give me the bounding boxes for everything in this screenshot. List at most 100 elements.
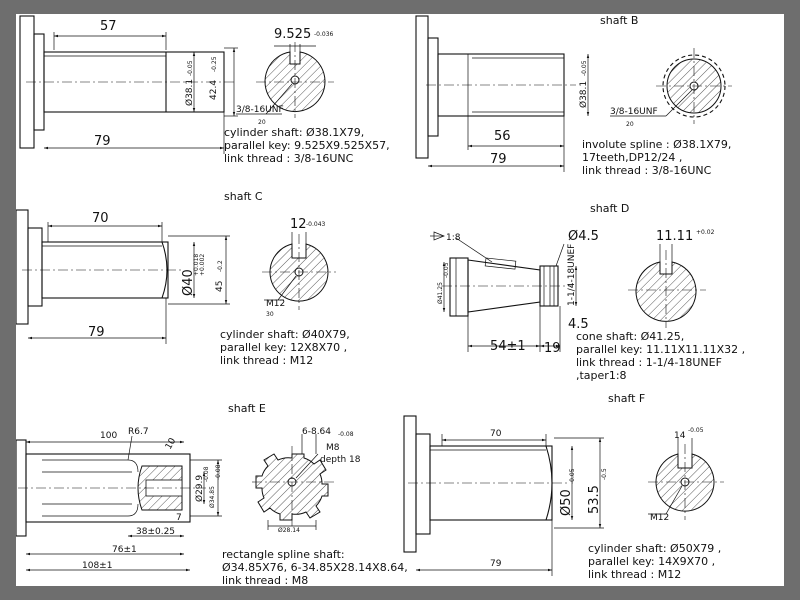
shaft-d-thread: 1-1/4-18UNEF: [567, 244, 577, 306]
shaft-e-thread: M8: [326, 443, 340, 453]
shaft-d-side-view: [442, 257, 572, 317]
shaft-e-dia-29: Ø29.9: [194, 475, 205, 502]
shaft-f-title: shaft F: [608, 392, 645, 405]
shaft-a-spec-3: link thread : 3/8-16UNC: [224, 152, 354, 165]
shaft-e-dim-100: 100: [100, 431, 117, 441]
shaft-b-spline-section: 3/8-16UNF 20: [610, 48, 732, 128]
shaft-b-dimensions: 56 79 Ø38.1 -0.05: [428, 54, 590, 172]
shaft-a-tol-42: -0.25: [211, 56, 218, 72]
shaft-c-side-view: [16, 209, 184, 325]
shaft-b-spec-3: link thread : 3/8-16UNC: [582, 164, 712, 177]
shaft-d-spec-2: parallel key: 11.11X11.11X32 ,: [576, 343, 745, 356]
shaft-c-depth: 30: [266, 311, 274, 318]
shaft-b-title: shaft B: [600, 14, 638, 27]
shaft-drawing: 57 79 Ø38.1 -0.05 42.4 -0.25 9.525 -0.03…: [16, 14, 745, 586]
shaft-c-spec-2: parallel key: 12X8X70 ,: [220, 341, 347, 354]
shaft-d-spec-1: cone shaft: Ø41.25,: [576, 330, 684, 343]
shaft-e-dim-38: 38±0.25: [136, 527, 175, 537]
shaft-f-thread: M12: [650, 513, 669, 523]
shaft-b: shaft B 56 79 Ø38.1 -0.05: [415, 14, 732, 177]
shaft-c-title: shaft C: [224, 190, 263, 203]
shaft-d-dim-19: 19: [544, 341, 561, 356]
shaft-a-key-tol: -0.036: [314, 31, 334, 38]
shaft-d-title: shaft D: [590, 202, 629, 215]
shaft-a-spec-1: cylinder shaft: Ø38.1X79,: [224, 126, 364, 139]
shaft-e-dim-108: 108±1: [82, 561, 112, 571]
shaft-a-depth: 20: [258, 119, 266, 126]
shaft-c-thread: M12: [266, 299, 285, 309]
shaft-a-dia-42: 42.4: [209, 80, 219, 100]
shaft-c-dim-45: 45: [215, 281, 225, 292]
shaft-a-spec-2: parallel key: 9.525X9.525X57,: [224, 139, 390, 152]
shaft-e-spline-label: 6-8.64: [302, 427, 331, 437]
shaft-b-side-view: [415, 15, 576, 159]
shaft-e-spec-2: Ø34.85X76, 6-34.85X28.14X8.64,: [222, 561, 408, 574]
shaft-c-dimensions: 70 79 Ø40 +0.018 +0.002 45 -0.2: [28, 211, 230, 344]
shaft-f-side-view: [403, 415, 568, 553]
shaft-c-dim-70: 70: [92, 211, 109, 226]
shaft-a-side-view: [19, 15, 234, 149]
shaft-c: shaft C 70 79 Ø40 +0.018 +0.002 45 -0.: [16, 190, 350, 367]
shaft-f-spec-1: cylinder shaft: Ø50X79 ,: [588, 542, 721, 555]
shaft-f-dim-79: 79: [490, 559, 502, 569]
shaft-e: shaft E 100 R6.7 10 Ø29.9 -0.08: [16, 402, 408, 586]
shaft-c-tol-45: -0.2: [217, 260, 224, 272]
shaft-e-spec-1: rectangle spline shaft:: [222, 548, 345, 561]
shaft-c-dia-tol-top: +0.018: [193, 254, 200, 276]
shaft-d-spec-3: link thread : 1-1/4-18UNEF: [576, 356, 722, 369]
shaft-b-dim-79: 79: [490, 152, 507, 167]
shaft-f-dimensions: 70 79 Ø50 -0.05 53.5 -0.5: [416, 429, 608, 576]
shaft-d-taper: 1:8: [446, 233, 461, 243]
shaft-e-dim-76: 76±1: [112, 545, 137, 555]
shaft-d-dia-41: Ø41.25: [437, 282, 444, 304]
shaft-e-side-view: [16, 439, 206, 537]
shaft-b-spec-2: 17teeth,DP12/24 ,: [582, 151, 682, 164]
shaft-e-tol-34: -0.08: [215, 464, 222, 480]
shaft-c-key-tol: -0.043: [306, 221, 326, 228]
shaft-f: shaft F 70 79 Ø50 -0.05 53.5 -0.5: [403, 392, 724, 581]
shaft-e-dia-34: Ø34.85: [209, 486, 216, 508]
shaft-d-key-tol: +0.02: [696, 229, 715, 236]
shaft-d: shaft D 1:8 Ø4.5 Ø41.25 -0.05 1-1/4-18UN…: [430, 202, 745, 382]
shaft-b-depth: 20: [626, 121, 634, 128]
shaft-f-tol-50: -0.05: [569, 468, 576, 484]
shaft-d-tol-41: -0.05: [443, 262, 450, 278]
shaft-b-thread: 3/8-16UNF: [610, 107, 658, 117]
shaft-f-dim-70: 70: [490, 429, 502, 439]
shaft-f-spec-3: link thread : M12: [588, 568, 681, 581]
shaft-e-dia-28: Ø28.14: [278, 527, 300, 534]
shaft-d-dim-54: 54±1: [490, 339, 526, 354]
shaft-a-section: 9.525 -0.036 3/8-16UNF 20: [236, 27, 334, 126]
shaft-e-dim-7: 7: [176, 513, 182, 523]
shaft-d-dia-45: Ø4.5: [568, 229, 599, 244]
shaft-e-spec-3: link thread : M8: [222, 574, 308, 586]
shaft-a-dia-38: Ø38.1: [184, 79, 195, 106]
shaft-c-key-width: 12: [290, 217, 307, 232]
shaft-b-dia: Ø38.1: [578, 81, 589, 108]
shaft-c-dia: Ø40: [181, 269, 196, 296]
shaft-a-dimensions: 57 79 Ø38.1 -0.05 42.4 -0.25: [44, 19, 238, 154]
shaft-b-dim-56: 56: [494, 129, 511, 144]
shaft-e-dimensions: 100 R6.7 10 Ø29.9 -0.08 Ø34.85 -0.08 7 3…: [26, 427, 222, 572]
shaft-e-dim-10: 10: [164, 436, 179, 451]
shaft-e-title: shaft E: [228, 402, 266, 415]
shaft-a-key-width: 9.525: [274, 27, 311, 42]
shaft-e-depth: depth 18: [320, 455, 361, 465]
shaft-d-dimensions: 1:8 Ø4.5 Ø41.25 -0.05 1-1/4-18UNEF 4.5 5…: [430, 229, 599, 356]
shaft-f-dia-50: Ø50: [559, 489, 574, 516]
shaft-a-dim-57: 57: [100, 19, 117, 34]
shaft-a-tol-38: -0.05: [187, 60, 194, 76]
shaft-e-section: 6-8.64 -0.08 M8 depth 18 Ø28.14: [252, 427, 361, 534]
shaft-d-spec-4: ,taper1:8: [576, 369, 627, 382]
shaft-a-dim-79: 79: [94, 134, 111, 149]
shaft-e-tol-29: -0.08: [203, 466, 210, 482]
shaft-f-dim-53: 53.5: [587, 485, 602, 514]
shaft-d-key-width: 11.11: [656, 229, 693, 244]
shaft-d-section: 11.11 +0.02: [628, 229, 715, 328]
shaft-c-dia-tol-bot: +0.002: [199, 254, 206, 276]
shaft-f-section: 14 -0.05 M12: [648, 427, 724, 523]
shaft-a-thread: 3/8-16UNF: [236, 105, 284, 115]
shaft-f-tol-53: -0.5: [601, 468, 608, 480]
shaft-d-dim-45b: 4.5: [568, 317, 589, 332]
shaft-f-spec-2: parallel key: 14X9X70 ,: [588, 555, 715, 568]
